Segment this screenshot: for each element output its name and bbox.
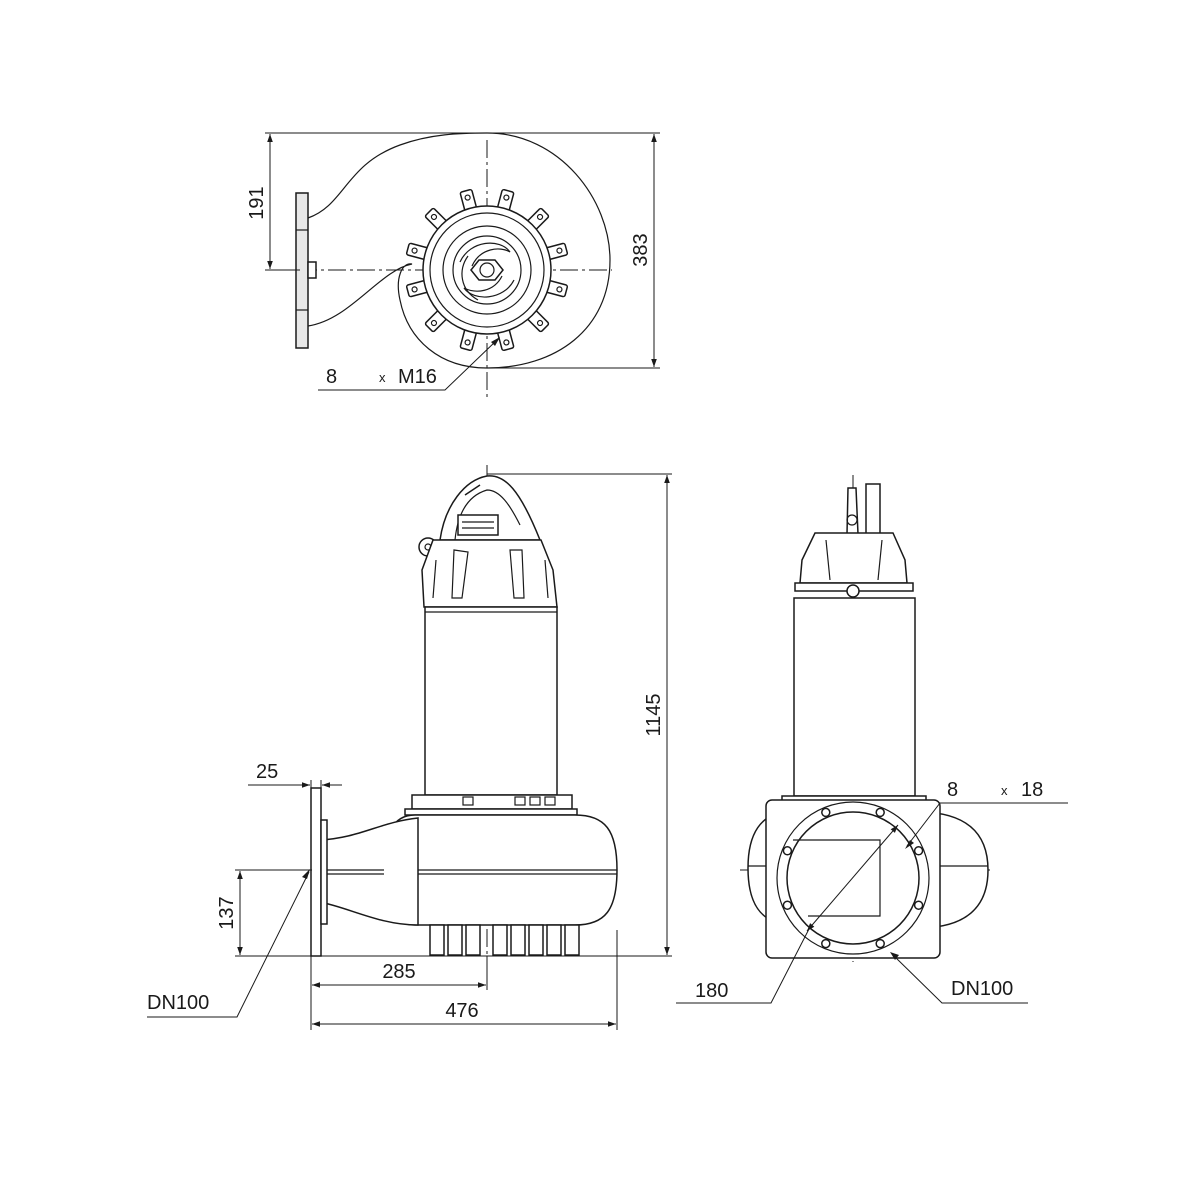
flange-bolt-hole [782, 846, 793, 856]
dim-1145-label: 1145 [643, 693, 665, 736]
bolt-lug [545, 242, 569, 261]
dim-285-label: 285 [382, 961, 415, 983]
motor-body [424, 606, 558, 796]
dim-191-label: 191 [246, 186, 268, 219]
bolt-times-label: x [379, 370, 386, 385]
shaft-hex-nut-icon [470, 259, 504, 281]
flange-bolt-hole [913, 900, 924, 910]
outlet-dn-label: DN100 [147, 992, 209, 1014]
top-view: 191 383 8 x M16 [246, 132, 660, 398]
side-view: 1145 25 137 285 476 DN100 [147, 465, 672, 1030]
pump-feet [429, 924, 580, 956]
volute-outline [307, 132, 611, 369]
outlet-dn-leader [147, 871, 310, 1018]
flange-stub [307, 261, 317, 279]
dim-180-label: 180 [695, 980, 728, 1002]
bolt-lug [496, 188, 515, 212]
flange-bolt-hole [821, 807, 831, 818]
bolt-count-label: 8 [326, 366, 337, 388]
flange-bolt-hole [875, 938, 885, 949]
dim-476-label: 476 [445, 1000, 478, 1022]
outlet-pipe [319, 817, 419, 926]
outlet-flange-side [310, 787, 322, 957]
front-plug-icon [846, 584, 860, 598]
inlet-dn-leader [892, 954, 1028, 1004]
bolt-leader [318, 339, 498, 391]
impeller-vane [459, 242, 511, 267]
bolt-lug [459, 328, 478, 352]
hole-leader [906, 802, 1068, 847]
inlet-dn-label: DN100 [951, 978, 1013, 1000]
front-motor-body [793, 597, 916, 797]
motor-upper-housing [421, 539, 558, 608]
front-motor-upper-housing [799, 532, 908, 584]
dim-25-label: 25 [256, 761, 278, 783]
bolt-circle [776, 801, 930, 955]
bolt-size-label: M16 [398, 366, 437, 388]
flange-bolt-hole [821, 938, 831, 949]
dim-137-label: 137 [216, 896, 238, 929]
hole-times-label: x [1001, 783, 1008, 798]
flange-bolt-hole [913, 846, 924, 856]
nameplate [457, 514, 499, 536]
hole-size-label: 18 [1021, 779, 1043, 801]
flange-bolt-holes [782, 807, 924, 949]
dim-383-label: 383 [630, 233, 652, 266]
flange-bolt-hole [782, 900, 793, 910]
flange-bolt-hole [875, 807, 885, 818]
dim-180-line [806, 824, 899, 932]
front-view: 180 8 x 18 DN100 [676, 475, 1068, 1004]
hole-count-label: 8 [947, 779, 958, 801]
